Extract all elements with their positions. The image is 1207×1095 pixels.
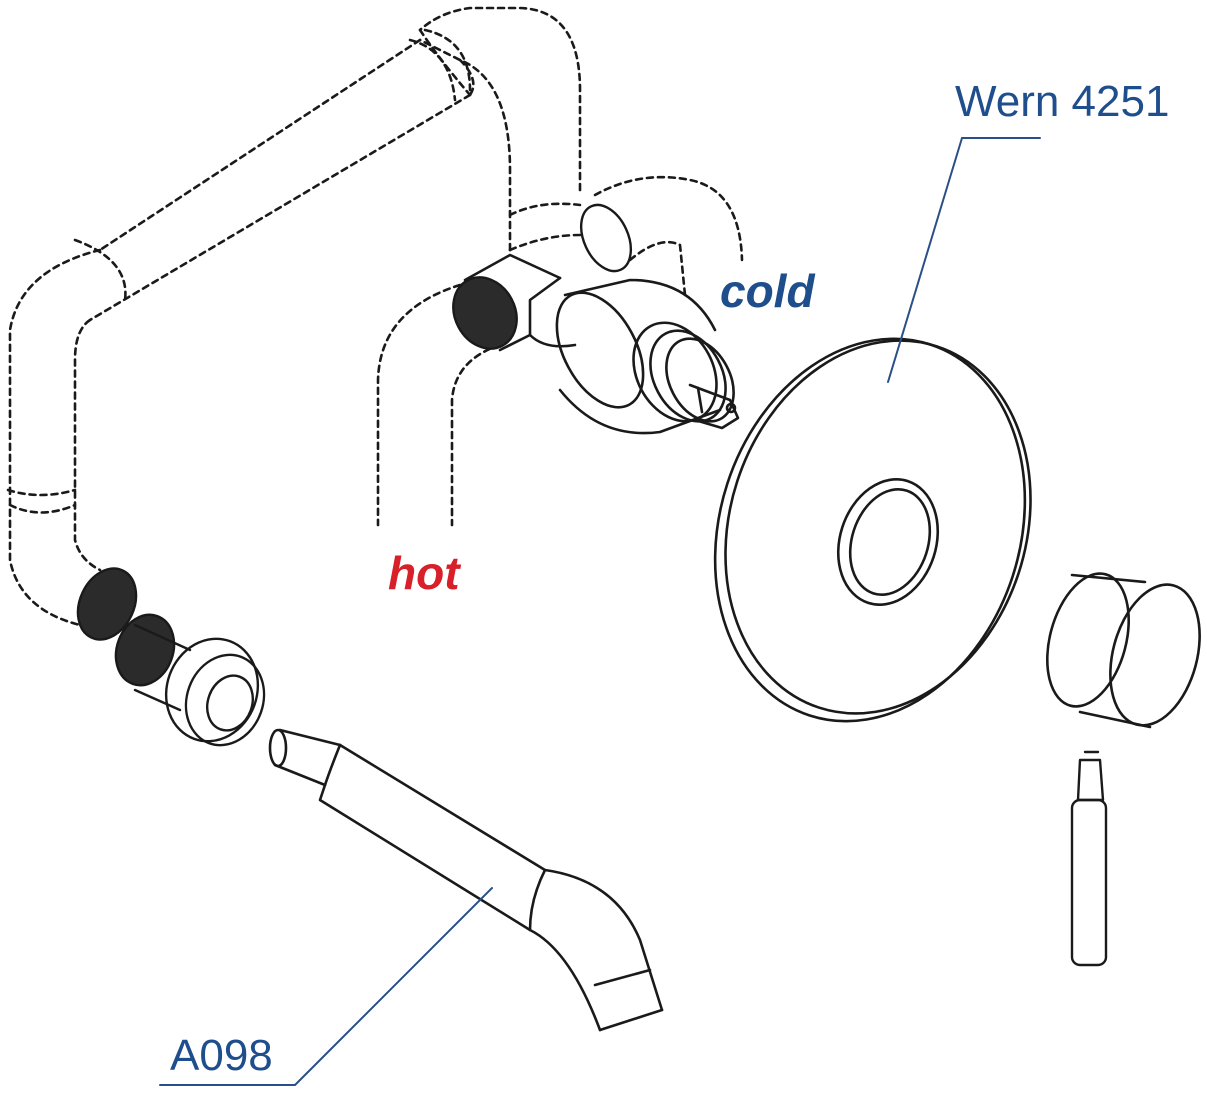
- spout: [268, 728, 664, 1032]
- spout-model-label: A098: [170, 1031, 273, 1080]
- leader-lines: [159, 137, 1041, 1086]
- cold-label: cold: [720, 265, 815, 317]
- handle-knob: [1045, 572, 1201, 729]
- valve-body: [463, 253, 740, 435]
- concealed-pipework: [6, 6, 744, 627]
- hot-label: hot: [388, 547, 460, 599]
- handle-pin: [1070, 750, 1108, 967]
- wall-rosette: [713, 337, 1032, 723]
- pipe-end-caps: [76, 203, 633, 641]
- rosette-model-label: Wern 4251: [955, 77, 1170, 126]
- threaded-nipple: [114, 613, 266, 747]
